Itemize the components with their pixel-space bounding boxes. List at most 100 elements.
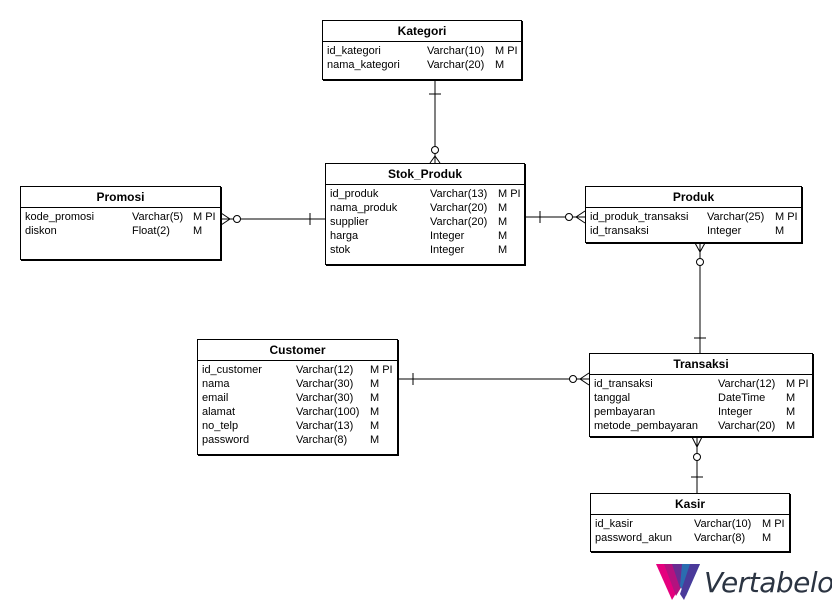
rel-stok-produk-produk[interactable] <box>525 210 586 224</box>
column-row[interactable]: no_telp Varchar(13) M <box>202 419 393 433</box>
column-type: Varchar(30) <box>296 378 354 390</box>
column-type: Varchar(30) <box>296 392 354 404</box>
column-type: Varchar(20) <box>430 202 488 214</box>
entity-customer[interactable]: Customer id_customer Varchar(12) M PI na… <box>197 339 398 455</box>
column-type: Varchar(5) <box>132 211 184 223</box>
column-flags: M <box>498 244 508 256</box>
column-type: Float(2) <box>132 225 170 237</box>
column-row[interactable]: email Varchar(30) M <box>202 391 393 405</box>
column-row[interactable]: kode_promosi Varchar(5) M PI <box>25 210 216 224</box>
column-flags: M <box>495 59 505 71</box>
rel-customer-transaksi[interactable] <box>398 372 590 386</box>
column-row[interactable]: diskon Float(2) M <box>25 224 216 238</box>
column-row[interactable]: id_produk_transaksi Varchar(25) M PI <box>590 210 798 224</box>
column-type: Integer <box>707 225 742 237</box>
column-type: Varchar(8) <box>694 532 746 544</box>
column-row[interactable]: id_transaksi Integer M <box>590 224 797 238</box>
column-flags: M <box>370 406 380 418</box>
column-name: password <box>202 434 250 446</box>
column-flags: M PI <box>193 211 216 223</box>
column-type: Varchar(13) <box>430 188 488 200</box>
column-name: stok <box>330 244 351 256</box>
rel-transaksi-produk[interactable] <box>694 242 706 353</box>
column-name: nama_produk <box>330 202 398 214</box>
column-row[interactable]: harga Integer M <box>330 229 520 243</box>
column-name: no_telp <box>202 420 239 432</box>
column-row[interactable]: password_akun Varchar(8) M <box>595 531 785 545</box>
entity-title: Produk <box>586 187 801 208</box>
column-name: id_transaksi <box>594 378 653 390</box>
column-flags: M PI <box>786 378 809 390</box>
vertabelo-logo: Vertabelo <box>656 560 832 606</box>
rel-stok-produk-promosi[interactable] <box>220 212 325 226</box>
column-name: pembayaran <box>594 406 656 418</box>
rel-kasir-transaksi[interactable] <box>691 436 703 493</box>
column-flags: M <box>762 532 772 544</box>
entity-transaksi[interactable]: Transaksi id_transaksi Varchar(12) M PI … <box>589 353 813 437</box>
column-row[interactable]: id_produk Varchar(13) M PI <box>330 187 521 201</box>
column-name: kode_promosi <box>25 211 95 223</box>
column-flags: M PI <box>495 45 518 57</box>
column-row[interactable]: stok Integer M <box>330 243 520 257</box>
column-name: diskon <box>25 225 57 237</box>
column-flags: M <box>370 378 380 390</box>
entity-title: Transaksi <box>590 354 812 375</box>
column-name: id_kasir <box>595 518 633 530</box>
column-flags: M <box>370 420 380 432</box>
column-row[interactable]: id_kategori Varchar(10) M PI <box>327 44 518 58</box>
column-name: id_customer <box>202 364 262 376</box>
column-flags: M <box>498 216 508 228</box>
column-type: Varchar(12) <box>296 364 354 376</box>
entity-promosi[interactable]: Promosi kode_promosi Varchar(5) M PI dis… <box>20 186 221 260</box>
entity-produk[interactable]: Produk id_produk_transaksi Varchar(25) M… <box>585 186 802 243</box>
column-type: Varchar(100) <box>296 406 360 418</box>
column-row[interactable]: pembayaran Integer M <box>594 405 808 419</box>
column-row[interactable]: id_customer Varchar(12) M PI <box>202 363 393 377</box>
column-flags: M <box>786 420 796 432</box>
column-flags: M <box>370 434 380 446</box>
column-name: nama <box>202 378 230 390</box>
column-flags: M PI <box>775 211 798 223</box>
column-row[interactable]: password Varchar(8) M <box>202 433 393 447</box>
column-row[interactable]: alamat Varchar(100) M <box>202 405 393 419</box>
rel-kategori-stok-produk[interactable] <box>429 80 441 164</box>
column-row[interactable]: id_transaksi Varchar(12) M PI <box>594 377 809 391</box>
column-row[interactable]: nama_kategori Varchar(20) M <box>327 58 517 72</box>
column-type: Varchar(25) <box>707 211 765 223</box>
column-type: Varchar(8) <box>296 434 348 446</box>
column-row[interactable]: tanggal DateTime M <box>594 391 808 405</box>
column-type: Varchar(12) <box>718 378 776 390</box>
column-name: harga <box>330 230 359 242</box>
column-name: id_produk <box>330 188 379 200</box>
column-type: Varchar(20) <box>430 216 488 228</box>
column-name: alamat <box>202 406 236 418</box>
column-flags: M <box>498 202 508 214</box>
column-flags: M PI <box>762 518 785 530</box>
column-flags: M PI <box>498 188 521 200</box>
entity-title: Promosi <box>21 187 220 208</box>
column-row[interactable]: nama_produk Varchar(20) M <box>330 201 520 215</box>
entity-stok-produk[interactable]: Stok_Produk id_produk Varchar(13) M PI n… <box>325 163 525 265</box>
column-row[interactable]: nama Varchar(30) M <box>202 377 393 391</box>
column-row[interactable]: metode_pembayaran Varchar(20) M <box>594 419 808 433</box>
column-type: Integer <box>718 406 753 418</box>
column-flags: M <box>498 230 508 242</box>
column-name: email <box>202 392 229 404</box>
column-flags: M <box>193 225 203 237</box>
column-row[interactable]: id_kasir Varchar(10) M PI <box>595 517 785 531</box>
column-name: metode_pembayaran <box>594 420 698 432</box>
column-name: supplier <box>330 216 369 228</box>
column-type: Varchar(10) <box>694 518 752 530</box>
entity-title: Kategori <box>323 21 521 42</box>
vertabelo-v-icon <box>656 564 700 600</box>
column-name: id_transaksi <box>590 225 649 237</box>
column-type: Varchar(10) <box>427 45 485 57</box>
column-name: password_akun <box>595 532 673 544</box>
column-row[interactable]: supplier Varchar(20) M <box>330 215 520 229</box>
logo-text: Vertabelo <box>704 566 832 599</box>
entity-kasir[interactable]: Kasir id_kasir Varchar(10) M PI password… <box>590 493 790 552</box>
entity-kategori[interactable]: Kategori id_kategori Varchar(10) M PI na… <box>322 20 522 80</box>
entity-title: Kasir <box>591 494 789 515</box>
column-flags: M <box>786 392 796 404</box>
